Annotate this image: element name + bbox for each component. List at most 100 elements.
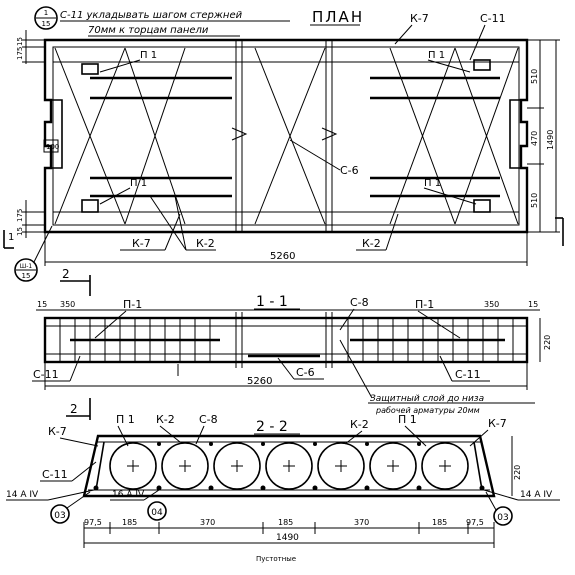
label-22-c11: С-11: [42, 468, 68, 481]
callout-circle-bottom: [14, 258, 38, 282]
section22-title: 2 - 2: [256, 419, 288, 435]
plan-slab-outline: [43, 38, 529, 234]
hollow-core: [265, 442, 313, 490]
dim-22-975a: 97,5: [84, 518, 102, 527]
dim-22-370a: 370: [200, 518, 215, 527]
dim-total-5260: 5260: [270, 251, 295, 262]
p1-hooks: [81, 59, 491, 213]
dim-left-175b: 175: [16, 209, 24, 222]
dim-11-right-15: 15: [528, 300, 538, 309]
label-c6: С-6: [340, 164, 359, 177]
label-11-p1-right: П-1: [415, 298, 434, 311]
section11-slab: [43, 316, 529, 364]
label-11-c11-left: С-11: [33, 368, 59, 381]
section-2-2: 2 2 - 2 К-: [6, 398, 560, 563]
callout-top-den: 15: [42, 20, 51, 28]
mesh-diagonals: [54, 47, 519, 225]
label-22-k7-left: К-7: [48, 425, 67, 438]
label-22-04: 04: [151, 508, 163, 518]
plan-view: С-11 укладывать шагом стержней 70мм к то…: [3, 6, 564, 282]
plan-right-dims: 510 470 510 1490: [527, 39, 564, 246]
label-p1-ul: П 1: [140, 50, 157, 61]
label-22-bar-right: 14 А IV: [520, 490, 553, 500]
label-22-bar-mid: 16 А IV: [112, 490, 145, 500]
dim-left-15b: 15: [16, 227, 24, 236]
label-11-c8: С-8: [350, 296, 369, 309]
label-22-bar-left: 14 А IV: [6, 490, 39, 500]
plan-left-dims: 175 15 175 15 1 100: [3, 30, 59, 249]
hollow-core: [213, 442, 261, 490]
label-22-k2-left: К-2: [156, 413, 175, 426]
section-1-1: 2 1 - 1 15 350 350 15: [32, 267, 552, 415]
dim-inner-100: 100: [46, 143, 59, 151]
dim-22-185b: 185: [278, 518, 293, 527]
note-protective-1: Защитный слой до низа: [370, 394, 484, 404]
hollow-core: [421, 442, 469, 490]
dim-11-right-350: 350: [484, 300, 499, 309]
label-11-c11-right: С-11: [455, 368, 481, 381]
plan-title: ПЛАН: [312, 8, 364, 26]
label-11-c6: С-6: [296, 366, 315, 379]
hollow-core: [109, 442, 157, 490]
dim-11-height: 220: [543, 335, 552, 350]
section22-slab: [82, 434, 496, 498]
label-k7-top: К-7: [410, 12, 429, 25]
callout-bottom-den: 15: [22, 272, 31, 280]
dim-22-975b: 97,5: [466, 518, 484, 527]
label-k2-br: К-2: [362, 237, 381, 250]
plan-note-line2: 70мм к торцам панели: [88, 25, 209, 36]
dim-11-left-350: 350: [60, 300, 75, 309]
section-mark-left: 1: [8, 232, 14, 243]
dim-11-total: 5260: [247, 376, 272, 387]
mark-04: [147, 501, 167, 521]
dim-22-total: 1490: [276, 533, 299, 543]
hollow-cores: [109, 442, 469, 490]
label-22-p1-left: П 1: [116, 413, 135, 426]
plan-inner-outline: [52, 46, 520, 226]
hollow-core: [317, 442, 365, 490]
caption-bottom: Пустотные: [256, 555, 296, 563]
p1-rebars: [90, 76, 500, 198]
label-p1-lr: П 1: [424, 178, 441, 189]
label-k7-bottom: К-7: [132, 237, 151, 250]
dim-22-185c: 185: [432, 518, 447, 527]
hollow-core: [161, 442, 209, 490]
section11-mark-top: 2: [62, 267, 70, 281]
label-22-03-left: 03: [54, 511, 65, 521]
label-22-k2-right: К-2: [350, 418, 369, 431]
plan-note-line1: С-11 укладывать шагом стержней: [60, 10, 243, 21]
label-22-k7-right: К-7: [488, 417, 507, 430]
label-22-c8: С-8: [199, 413, 218, 426]
plan-right-notch: [509, 99, 527, 169]
label-p1-ll: П 1: [130, 178, 147, 189]
callout-circle-top: [34, 6, 58, 30]
mark-03-left: [50, 504, 70, 524]
dim-right-510a: 510: [530, 69, 539, 84]
dim-22-185a: 185: [122, 518, 137, 527]
mark-03-right: [493, 506, 513, 526]
note-protective-2: рабочей арматуры 20мм: [375, 406, 480, 415]
callout-bottom-num: Ш-1: [20, 263, 33, 270]
dim-right-510b: 510: [530, 193, 539, 208]
callout-top-num: 1: [44, 9, 48, 17]
section22-mark-bottom: 2: [70, 402, 78, 416]
plan-left-notch: [45, 99, 63, 169]
dim-11-left-15: 15: [37, 300, 47, 309]
label-p1-ur: П 1: [428, 50, 445, 61]
k2-stirrup-right: [473, 441, 483, 491]
label-k2-bl: К-2: [196, 237, 215, 250]
dim-left-15a: 15: [16, 37, 24, 46]
dim-left-175: 175: [16, 47, 24, 60]
dim-22-height: 220: [513, 465, 522, 480]
k2-stirrup-left: [95, 441, 105, 491]
label-11-p1-left: П-1: [123, 298, 142, 311]
dim-chain-ticks: [83, 522, 495, 548]
label-22-03-right: 03: [497, 513, 508, 523]
dim-right-470: 470: [530, 131, 539, 146]
label-c11-top: С-11: [480, 12, 506, 25]
break-lines: [231, 40, 338, 232]
label-22-p1-right: П 1: [398, 413, 417, 426]
section11-title: 1 - 1: [256, 294, 288, 310]
